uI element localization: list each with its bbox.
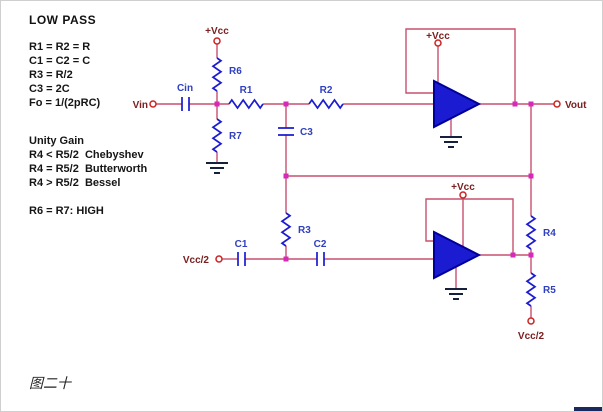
junction-dot bbox=[528, 101, 534, 107]
opamp2-symbol bbox=[433, 230, 482, 280]
resistors bbox=[211, 57, 537, 307]
label-r4: R4 bbox=[543, 228, 556, 239]
junction-dot bbox=[214, 101, 220, 107]
label-c3: C3 bbox=[300, 127, 313, 138]
figure-caption: 图二十 bbox=[29, 376, 71, 392]
resistor-r4-symbol bbox=[525, 215, 537, 250]
equation-line: C1 = C2 = C bbox=[29, 55, 91, 67]
label-r3: R3 bbox=[298, 225, 311, 236]
gain-heading: Unity Gain bbox=[29, 135, 85, 147]
vcc-half-terminal bbox=[527, 317, 535, 325]
label-r7: R7 bbox=[229, 131, 242, 142]
junction-dot bbox=[283, 256, 289, 262]
ground-symbol bbox=[445, 288, 467, 300]
vin-terminal bbox=[149, 100, 157, 108]
junction-dot bbox=[283, 101, 289, 107]
resistor-r2-symbol bbox=[308, 98, 344, 110]
resistor-r1-symbol bbox=[228, 98, 264, 110]
power-labels: +Vcc +Vcc +Vcc Vin Vout Vcc/2 Vcc/2 bbox=[133, 26, 588, 342]
label-c1: C1 bbox=[235, 239, 248, 250]
label-r2: R2 bbox=[320, 85, 333, 96]
gain-rule: R4 < R5/2 Chebyshev bbox=[29, 149, 144, 161]
resistor-r7-symbol bbox=[211, 118, 223, 153]
vcc-half-terminal bbox=[215, 255, 223, 263]
label-vcc-half-left: Vcc/2 bbox=[183, 255, 210, 266]
component-labels: R6 R7 Cin R1 R2 C3 R3 C1 C2 R4 R5 bbox=[177, 66, 556, 296]
equation-line: C3 = 2C bbox=[29, 83, 70, 95]
junction-dot bbox=[510, 252, 516, 258]
corner-mark bbox=[574, 407, 602, 411]
label-r5: R5 bbox=[543, 285, 556, 296]
capacitor-c2-symbol bbox=[316, 252, 325, 266]
label-vcc-half-right: Vcc/2 bbox=[518, 331, 545, 342]
opamp1-feedback-loop bbox=[405, 28, 516, 104]
ground-symbol bbox=[206, 162, 228, 174]
grounds bbox=[206, 136, 467, 300]
label-r6: R6 bbox=[229, 66, 242, 77]
vcc-terminal bbox=[213, 37, 221, 45]
resistor-r5-symbol bbox=[525, 272, 537, 307]
label-r1: R1 bbox=[240, 85, 253, 96]
label-vcc-oa1: +Vcc bbox=[426, 31, 450, 42]
wires bbox=[156, 28, 554, 318]
resistor-r3-symbol bbox=[280, 212, 292, 247]
label-c2: C2 bbox=[314, 239, 327, 250]
equation-line: Fo = 1/(2pRC) bbox=[29, 97, 101, 109]
equation-line: R1 = R2 = R bbox=[29, 41, 91, 53]
vcc-terminal bbox=[434, 39, 442, 47]
terminals bbox=[149, 37, 561, 325]
bias-note: R6 = R7: HIGH bbox=[29, 205, 104, 217]
label-vcc-oa2: +Vcc bbox=[451, 182, 475, 193]
junction-dot bbox=[528, 173, 534, 179]
opamp2-feedback-loop bbox=[425, 198, 514, 255]
opamp1-symbol bbox=[433, 79, 482, 129]
equation-line: R3 = R/2 bbox=[29, 69, 73, 81]
ground-symbol bbox=[440, 136, 462, 148]
capacitors bbox=[181, 97, 325, 266]
junction-dot bbox=[283, 173, 289, 179]
capacitor-c3-symbol bbox=[278, 127, 294, 136]
gain-rule: R4 = R5/2 Butterworth bbox=[29, 163, 148, 175]
junction-dots bbox=[214, 101, 534, 262]
label-vout: Vout bbox=[565, 100, 587, 111]
vcc-terminal bbox=[459, 191, 467, 199]
label-vcc-top: +Vcc bbox=[205, 26, 229, 37]
capacitor-c1-symbol bbox=[237, 252, 246, 266]
capacitor-cin-symbol bbox=[181, 97, 190, 111]
diagram-title: LOW PASS bbox=[29, 13, 97, 27]
label-vin: Vin bbox=[133, 100, 148, 111]
junction-dot bbox=[512, 101, 518, 107]
gain-rule: R4 > R5/2 Bessel bbox=[29, 177, 121, 189]
resistor-r6-symbol bbox=[211, 57, 223, 92]
junction-dot bbox=[528, 252, 534, 258]
label-cin: Cin bbox=[177, 83, 193, 94]
vout-terminal bbox=[553, 100, 561, 108]
